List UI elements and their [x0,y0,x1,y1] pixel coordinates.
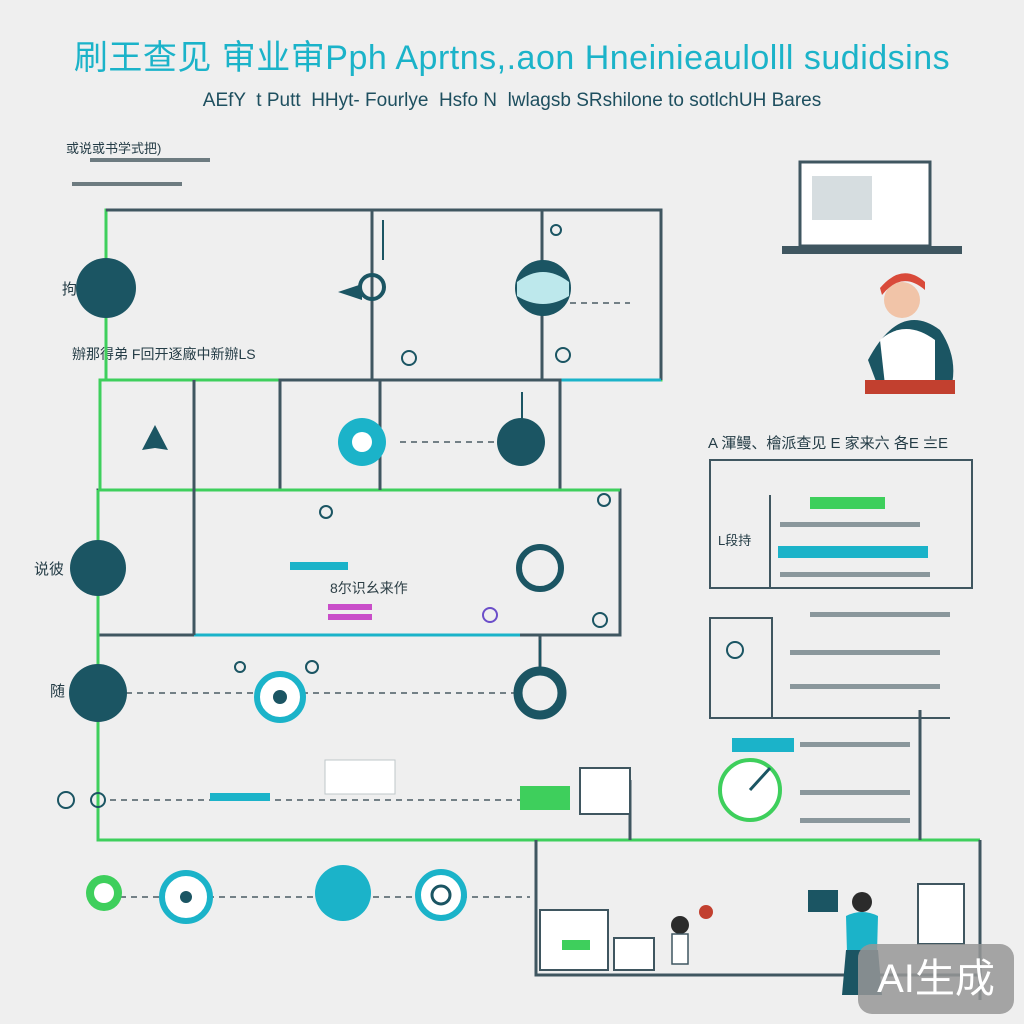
center-box-text: 8尔识幺来作 [330,580,408,596]
pin-icon [726,641,744,659]
pin-icon [319,505,333,519]
node-dark [69,664,127,722]
mini-panel [613,937,655,971]
laptop-screen-content [812,176,872,220]
node-ring-dark [513,666,567,720]
text-row [780,522,920,527]
person-head [671,916,689,934]
node-cyan-center [352,432,372,452]
node-ring-cyan-dot [273,690,287,704]
person-shirt [880,329,935,385]
scribble-line [72,182,182,186]
frame-row-2-left [98,378,282,492]
node-ring-cyan [415,869,467,921]
right-text-rows [780,522,950,823]
diagram-title: 刷王查见 审业审Pph Aprtns,.aon Hneinieaulolll s… [73,39,951,77]
right-panel-1 [709,459,973,589]
right-panel-2 [709,617,773,719]
pin-icon [305,660,319,674]
person-icon [865,273,955,394]
pin-icon [57,791,75,809]
person-hat [880,273,925,295]
right-bar-cyan-2 [732,738,794,752]
pin-icon [401,350,417,366]
node-ring [516,544,564,592]
right-bar-cyan [778,546,928,558]
gauge-needle [748,766,772,792]
left-mark-4: 随 [50,683,66,700]
text-row [800,790,910,795]
right-header: A 渾鳗、檜派查见 E 家来六 各E 〨E [708,435,949,452]
person-head [884,282,920,318]
node-ring-inner [430,884,452,906]
node-dark [76,258,136,318]
arrow-icon [338,284,362,300]
pin-icon [234,661,246,673]
frame-outer-green [96,490,980,842]
mini-panel [917,883,965,945]
nodes [69,258,571,924]
bottom-bar-cyan [210,793,270,801]
node-cyan [315,865,371,921]
sketch-panel [324,759,396,795]
node-dark [497,418,545,466]
person-icon [671,905,713,965]
right-bar-green [810,497,885,509]
frame-row-3 [96,488,622,637]
node-dark [70,540,126,596]
watermark-badge: AI生成 [858,944,1014,1014]
pin-icon [482,607,498,623]
text-row [790,684,940,689]
laptop-base [782,246,962,254]
mini-panel-bar [562,940,590,950]
center-bar-magenta [328,604,372,610]
green-chart-block [520,786,570,810]
person-prop [699,905,713,919]
text-row [800,818,910,823]
pin-icon [550,224,562,236]
pin-icon [592,612,608,628]
small-chart-panel [579,767,631,815]
right-box-label: L段持 [718,533,752,548]
pin-icon [597,493,611,507]
diagram-subtitle: AEfY t Putt HHyt- Fourlye Hsfo N lwlagsb… [202,90,822,111]
pin-icon [90,792,106,808]
person-seat [865,380,955,394]
text-row [800,742,910,747]
center-bar-magenta [328,614,372,620]
row-caption: 辦那得弟 F回开逐廠中新辦LS [72,346,256,362]
mini-laptop [808,890,838,912]
text-row [790,650,940,655]
node-ring-cyan-dot [180,891,192,903]
pin-icon [555,347,571,363]
frames [96,208,982,1000]
laptop-icon [782,160,962,254]
top-left-scribble [72,158,210,186]
person-body [671,933,689,965]
center-bar-cyan [290,562,348,570]
globe-highlight [517,272,569,304]
right-panels [709,459,973,719]
frame-row-1-edge [106,208,663,380]
text-row [810,612,950,617]
scribble-line [90,158,210,162]
text-row [780,572,930,577]
left-mark-3: 说彼 [34,561,65,578]
top-left-note: 或说或书学式把) [66,141,162,156]
frame-bottom-right [534,840,980,977]
arrow-icon [142,425,168,450]
bottom-right-panels [539,883,965,971]
node-green-center [94,883,114,903]
pin-icons [57,220,611,809]
person-head [852,892,872,912]
